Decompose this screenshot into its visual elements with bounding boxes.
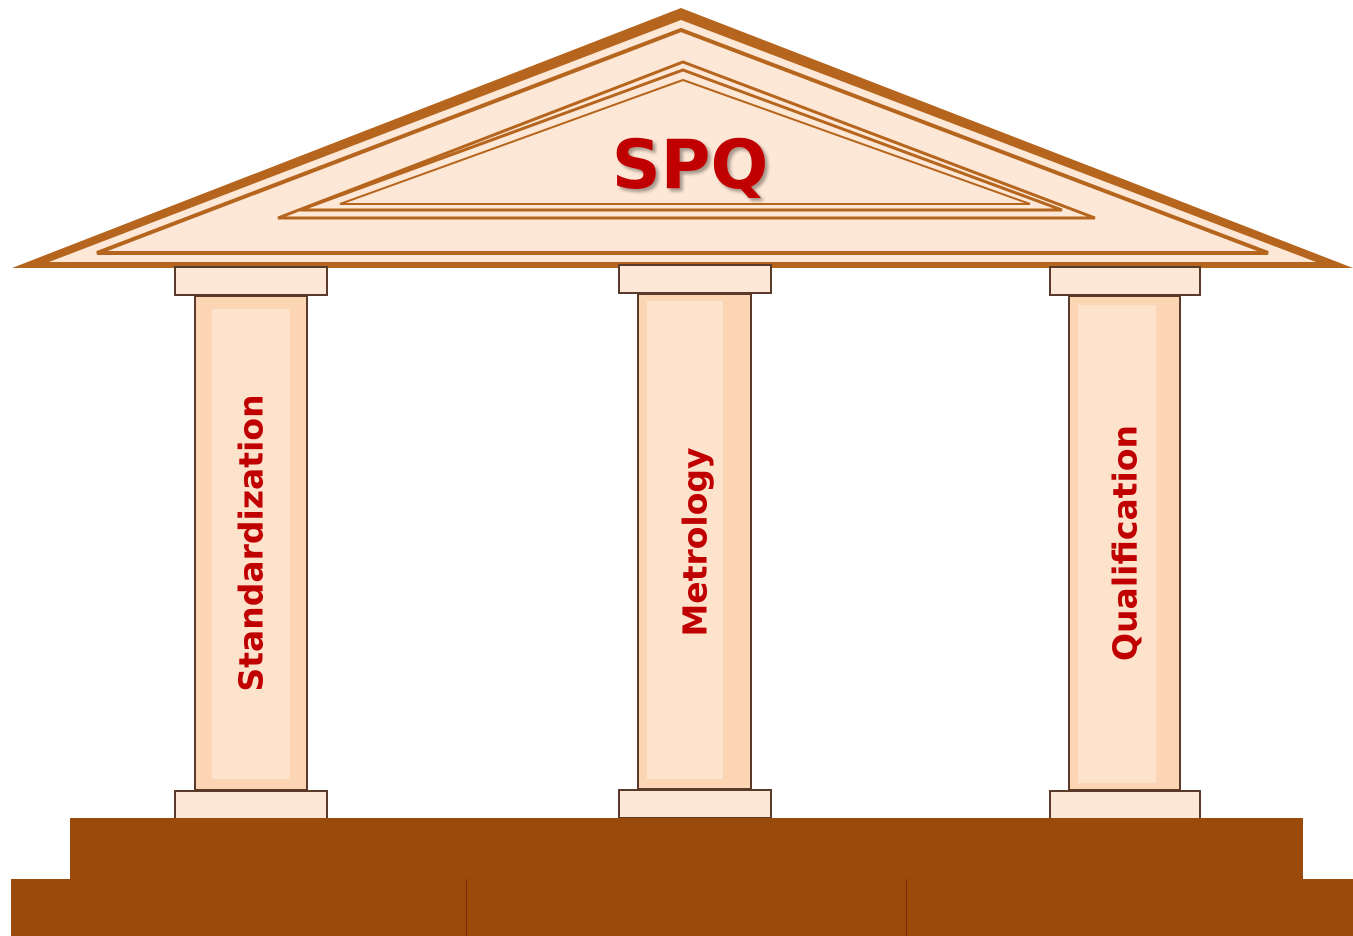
pillar-1-base [174, 790, 328, 820]
pillar-3-capital [1049, 266, 1201, 296]
pillar-2-base [618, 789, 772, 819]
base-lower-step [11, 879, 1353, 936]
pillar-3-label: Qualification [1105, 425, 1144, 661]
pillar-2-capital [618, 264, 772, 294]
roof: SPQ [12, 8, 1353, 268]
pillar-2-label: Metrology [675, 446, 714, 637]
roof-title: SPQ [612, 126, 769, 205]
roof-inner-line [96, 27, 1269, 255]
base-divider-2 [906, 879, 907, 936]
pillar-1-shaft: Standardization [194, 295, 308, 791]
base-upper-step [70, 818, 1303, 879]
pillar-3-base [1049, 790, 1201, 820]
pillar-3-shaft: Qualification [1068, 295, 1181, 791]
pillar-2-shaft: Metrology [637, 293, 752, 790]
roof-tympanum-core [339, 78, 1031, 205]
pillar-1-capital [174, 266, 328, 296]
base-divider-1 [466, 879, 467, 936]
pillar-1-label: Standardization [231, 394, 271, 692]
